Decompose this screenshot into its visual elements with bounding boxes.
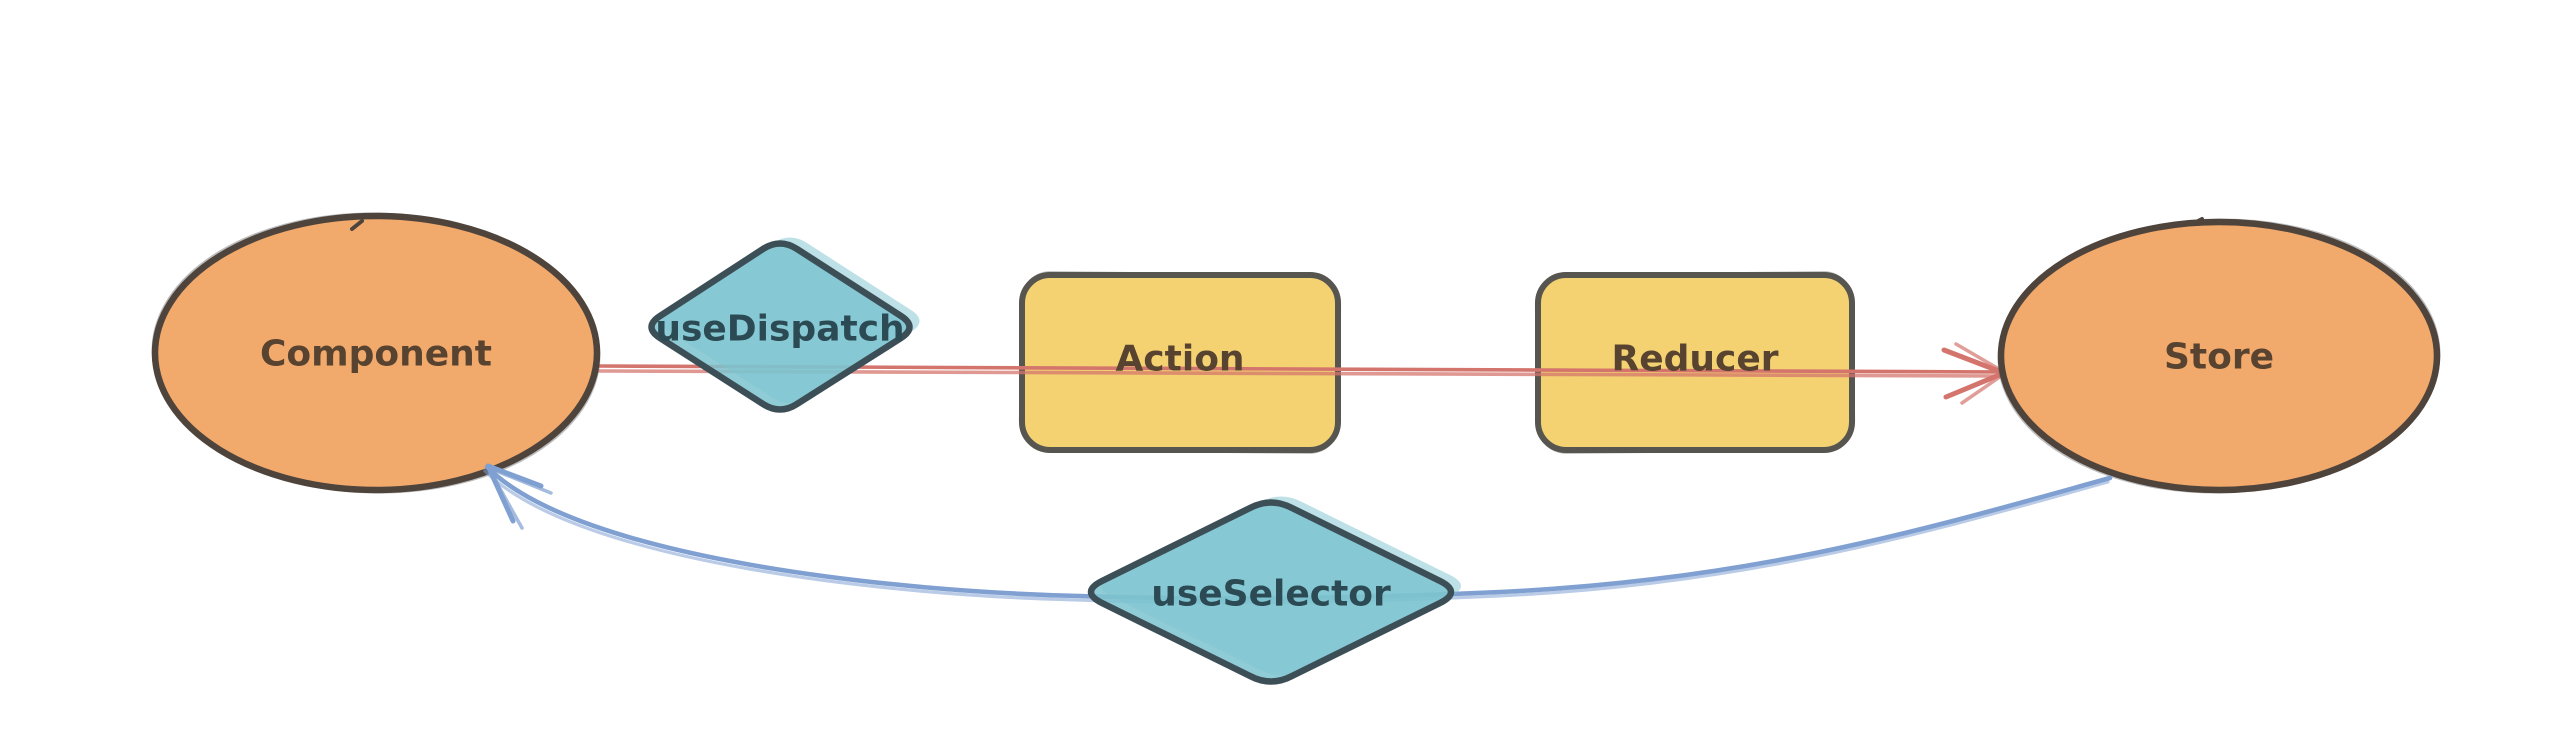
node-use-selector (1087, 496, 1461, 685)
select-arrowhead-icon (485, 463, 553, 530)
node-use-dispatch (648, 237, 920, 413)
store-sketch-tick (2190, 217, 2204, 226)
action-shape[interactable] (1019, 272, 1341, 453)
node-component (151, 212, 601, 494)
node-store (1997, 217, 2441, 494)
use-dispatch-shape[interactable] (648, 240, 913, 413)
node-reducer (1534, 271, 1856, 454)
use-selector-shape[interactable] (1087, 499, 1455, 685)
component-shape[interactable] (151, 212, 601, 494)
select-arrowhead-barb-right (487, 466, 553, 495)
select-arrowhead-main (485, 463, 544, 524)
dispatch-arrowhead-barb-upper (1954, 342, 2006, 374)
node-action (1018, 271, 1342, 454)
reducer-shape[interactable] (1535, 272, 1855, 453)
component-sketch-tick (350, 219, 364, 231)
store-shape[interactable] (1997, 218, 2441, 494)
select-arrowhead-barb-down (487, 467, 524, 530)
dispatch-arrowhead-barb-lower (1960, 372, 2006, 405)
